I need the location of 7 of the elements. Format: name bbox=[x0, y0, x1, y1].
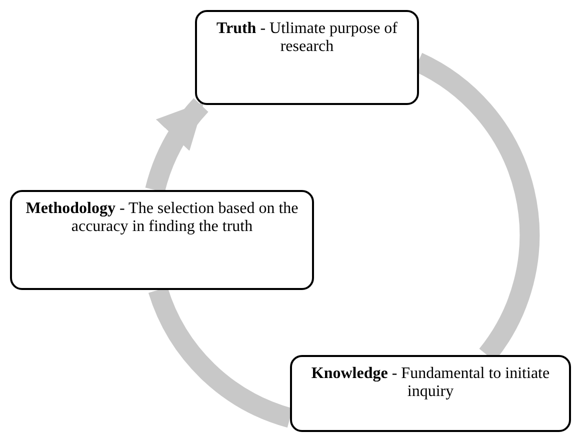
text-box bbox=[290, 355, 571, 432]
text-box bbox=[10, 190, 314, 290]
box-text: Knowledge - Fundamental to initiate inquiry bbox=[310, 365, 551, 402]
box-text: Truth - Utlimate purpose of research bbox=[215, 20, 398, 57]
text-box bbox=[195, 10, 419, 105]
cycle-arrow bbox=[145, 98, 209, 193]
box-text: Methodology - The selection based on the accuracy in finding the truth bbox=[24, 200, 300, 237]
